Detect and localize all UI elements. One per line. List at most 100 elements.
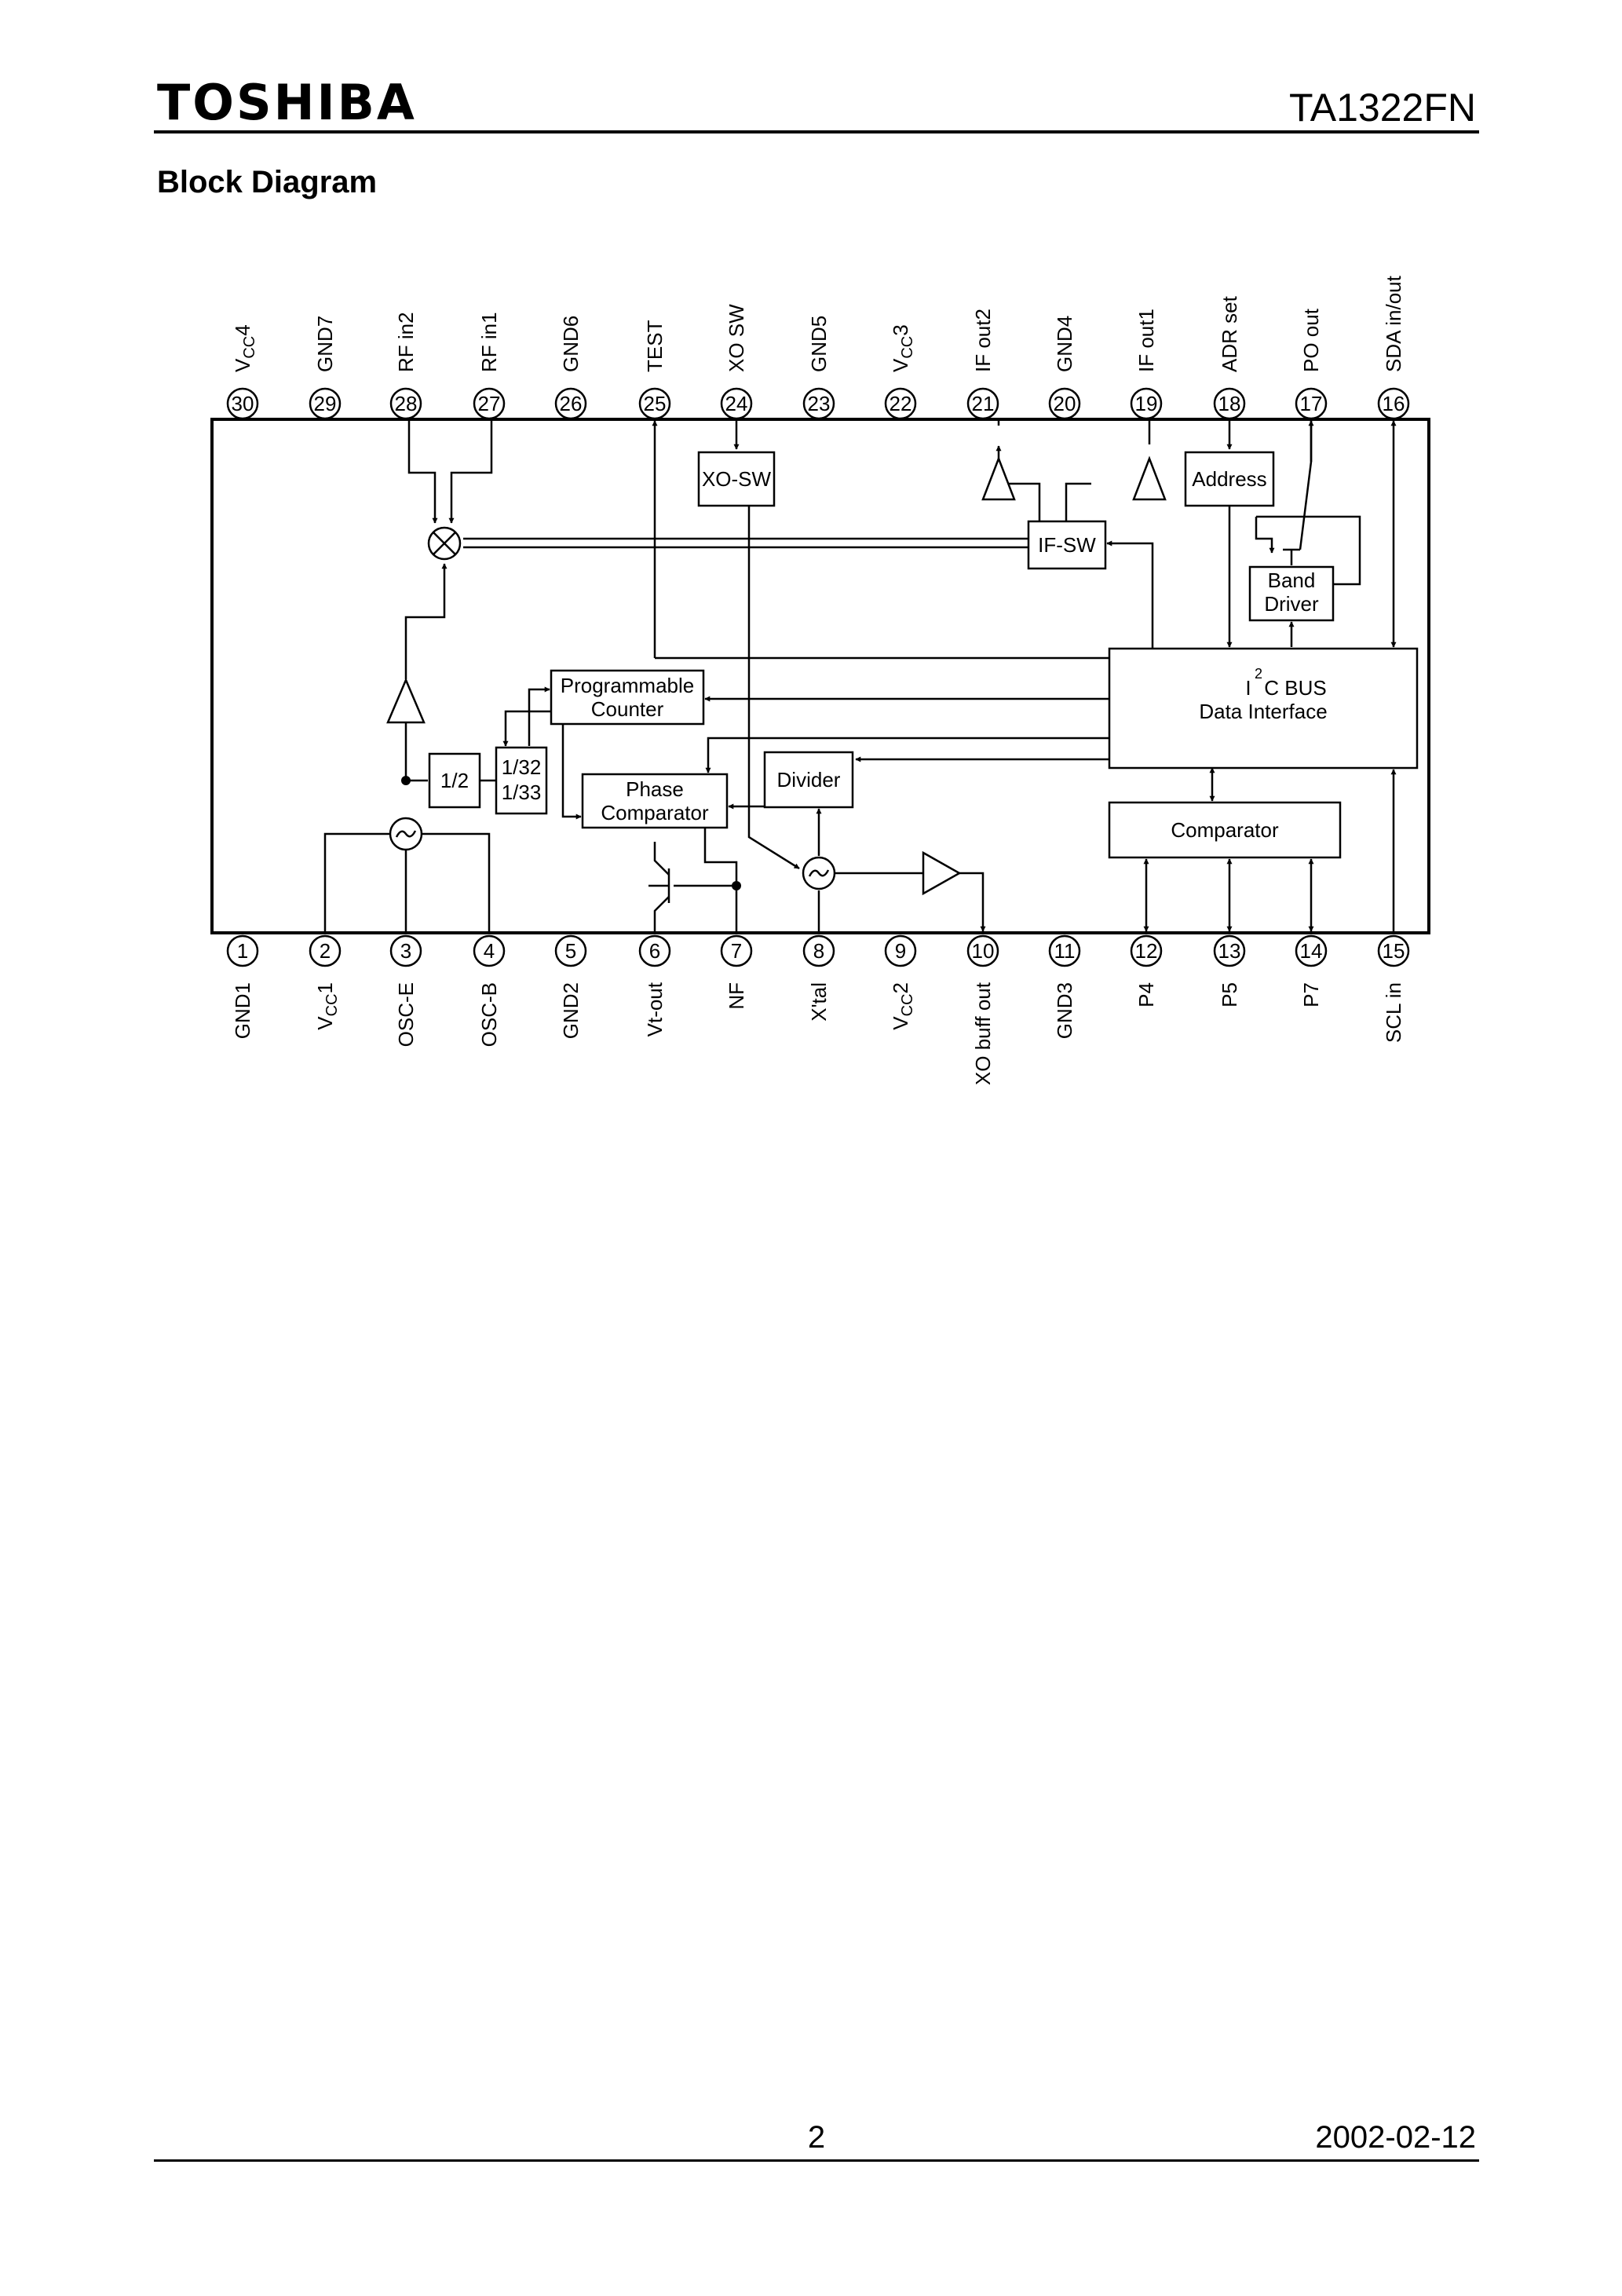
pin-number: 6 [649, 939, 660, 963]
pin-label: PO out [1299, 308, 1323, 372]
pin-number: 27 [478, 392, 501, 415]
pin-circle [1213, 934, 1246, 967]
i2c-bus-label-2: C BUS [1264, 676, 1326, 700]
phase-comparator-label-2: Comparator [601, 801, 709, 824]
pin-number: 9 [895, 939, 906, 963]
pin-17: 17 PO out [1295, 308, 1328, 420]
part-number: TA1322FN [1288, 86, 1476, 130]
pin-number: 18 [1218, 392, 1241, 415]
pin-label: NF [725, 982, 748, 1010]
pin-number: 2 [320, 939, 331, 963]
pin-number: 29 [314, 392, 337, 415]
divider-label: Divider [777, 768, 841, 792]
pin-circle [389, 387, 422, 420]
pin-label: SDA in/out [1382, 275, 1405, 372]
local-oscillator-symbol [389, 817, 423, 851]
pin-7: 7NF [720, 934, 753, 1010]
programmable-counter-block [550, 669, 705, 726]
pin-6: 6Vt-out [638, 934, 671, 1036]
band-driver-block [1248, 565, 1335, 622]
pin-label: OSC-E [394, 982, 418, 1047]
pin-21: 21 IF out2 [966, 309, 999, 420]
pin-label: RF in1 [477, 312, 501, 372]
pin-circle [1048, 934, 1081, 967]
prescaler-label-1: 1/32 [502, 755, 542, 779]
divide-by-2-label: 1/2 [440, 769, 469, 792]
pin-circle [802, 934, 835, 967]
pin-label: OSC-B [477, 982, 501, 1047]
pin-label: P4 [1134, 982, 1158, 1007]
pin-number: 30 [232, 392, 254, 415]
pin-number: 15 [1383, 939, 1405, 963]
pin-circle [966, 934, 999, 967]
i2c-bus-label-sup: 2 [1255, 666, 1262, 682]
pin-circle [1295, 387, 1328, 420]
section-title: Block Diagram [157, 165, 378, 199]
junction-osc [401, 776, 411, 785]
pin-number: 25 [644, 392, 667, 415]
pin-8: 8X'tal [802, 934, 835, 1022]
pin-circle [226, 387, 259, 420]
pin-label: TEST [643, 320, 667, 372]
i2c-bus-label-3: Data Interface [1199, 700, 1327, 723]
pin-circle [554, 387, 587, 420]
pin-number: 17 [1300, 392, 1323, 415]
if-out1-amp [1132, 455, 1167, 501]
pin-circle [966, 387, 999, 420]
pin-number: 3 [400, 939, 411, 963]
pin-label: GND2 [559, 982, 583, 1039]
pin-label: GND3 [1053, 982, 1076, 1039]
pin-label: P5 [1218, 982, 1241, 1007]
pin-label: GND1 [231, 982, 254, 1039]
if-out2-amp [981, 455, 1016, 501]
pin-circle [1213, 387, 1246, 420]
address-label: Address [1192, 467, 1266, 491]
footer-date: 2002-02-12 [1315, 2120, 1476, 2155]
pin-label: VCC1 [313, 982, 341, 1030]
prescaler-label-2: 1/33 [502, 781, 542, 804]
divide-by-2-block [428, 752, 481, 809]
pin-label: IF out2 [971, 309, 995, 372]
band-driver-label-2: Driver [1264, 592, 1319, 616]
pin-circle [638, 387, 671, 420]
bottom-pins: 1GND12VCC13OSC-E4OSC-B5GND26Vt-out7NF8X'… [226, 934, 1410, 1085]
phase-comparator-block [581, 773, 729, 829]
page-number: 2 [807, 2120, 826, 2155]
pin-number: 8 [813, 939, 824, 963]
pin-circle [389, 934, 422, 967]
pin-circle [554, 934, 587, 967]
pin-number: 7 [731, 939, 742, 963]
xo-sw-block [697, 451, 776, 507]
pin-circle [226, 934, 259, 967]
mixer-symbol [427, 526, 462, 561]
pin-number: 4 [484, 939, 495, 963]
if-sw-block [1027, 520, 1107, 570]
pin-number: 21 [972, 392, 995, 415]
pin-25: 25 TEST [638, 320, 671, 420]
pin-number: 28 [395, 392, 418, 415]
pin-number: 10 [972, 939, 995, 963]
pin-circle [720, 934, 753, 967]
footer-rule [154, 2159, 1479, 2162]
pin-circle [1130, 934, 1163, 967]
pin-circle [638, 934, 671, 967]
pin-circle [473, 934, 506, 967]
junction-nf [732, 881, 741, 890]
xo-buffer-amp [922, 850, 962, 896]
pin-circle [473, 387, 506, 420]
i2c-bus-block [1108, 647, 1419, 770]
pin-label: VCC4 [231, 324, 258, 372]
pin-label: GND6 [559, 316, 583, 372]
pin-label: GND5 [807, 316, 831, 372]
